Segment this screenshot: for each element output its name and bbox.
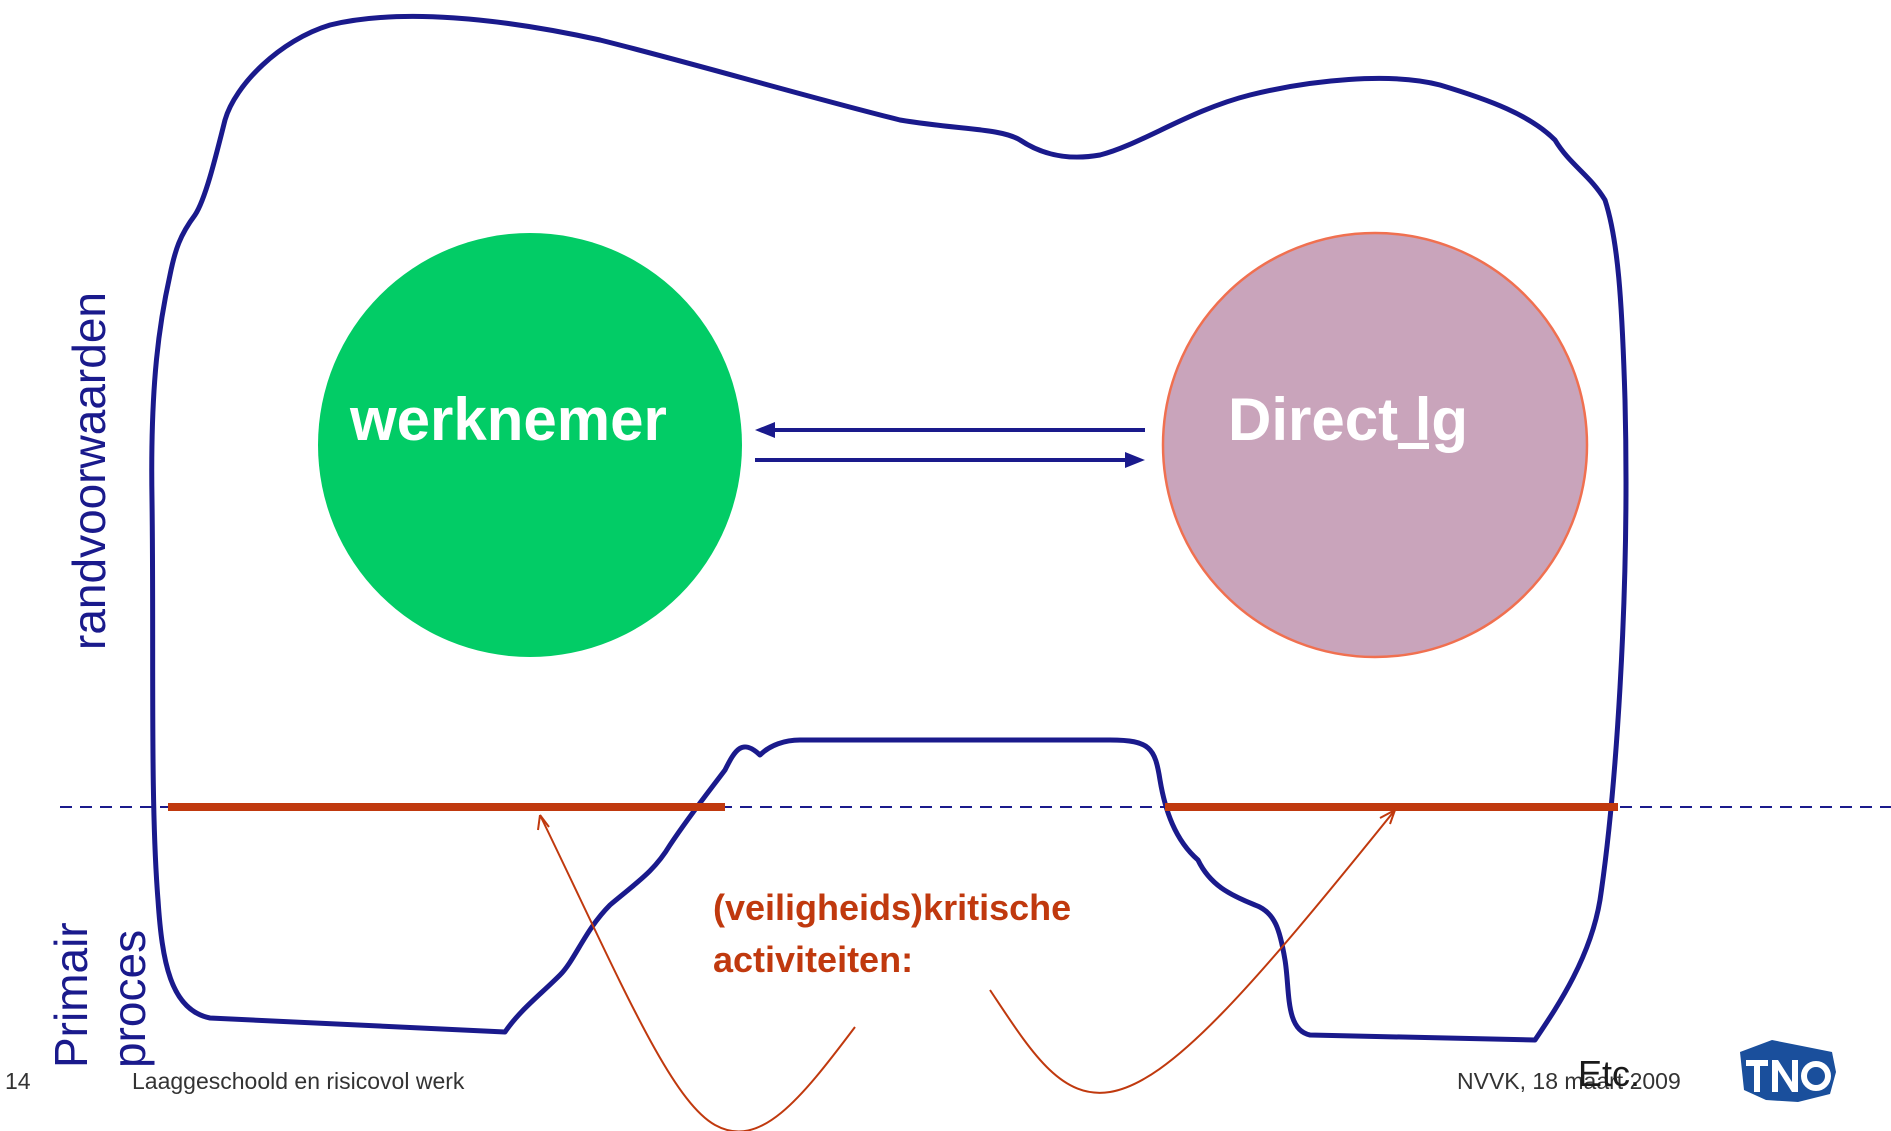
tno-logo xyxy=(1740,1040,1836,1102)
curve-arrow-right xyxy=(989,809,1396,1094)
direct-lg-label: Direct lg xyxy=(1228,385,1468,454)
arrow-to-werknemer-head xyxy=(755,422,775,438)
curve-arrow-left-head xyxy=(537,814,550,831)
critical-activities-label: (veiligheids)kritische activiteiten: xyxy=(713,882,1071,986)
curve-arrow-left xyxy=(539,814,856,1131)
primair-label: Primair xyxy=(45,922,97,1068)
organisation-outline xyxy=(149,13,1629,1043)
direct-lg-circle xyxy=(1161,231,1589,659)
etc-label: Etc. xyxy=(1578,1053,1641,1094)
critical-line-1: (veiligheids)kritische xyxy=(713,887,1072,928)
arrow-to-direct-lg-head xyxy=(1125,452,1145,468)
werknemer-circle xyxy=(318,233,742,657)
page-number: 14 xyxy=(5,1068,31,1094)
werknemer-label: werknemer xyxy=(350,386,667,453)
direct-label-prefix: Direct xyxy=(1228,386,1399,453)
critical-line-2: activiteiten: xyxy=(713,939,914,980)
footer-title: Laaggeschoold en risicovol werk xyxy=(132,1068,465,1094)
curve-arrow-right-head xyxy=(1379,809,1396,825)
randvoorwaarden-label: randvoorwaarden xyxy=(63,291,115,650)
direct-label-lg: lg xyxy=(1398,386,1469,453)
footer-event: NVVK, 18 maart 2009 xyxy=(1457,1068,1681,1094)
proces-label: proces xyxy=(103,929,155,1068)
